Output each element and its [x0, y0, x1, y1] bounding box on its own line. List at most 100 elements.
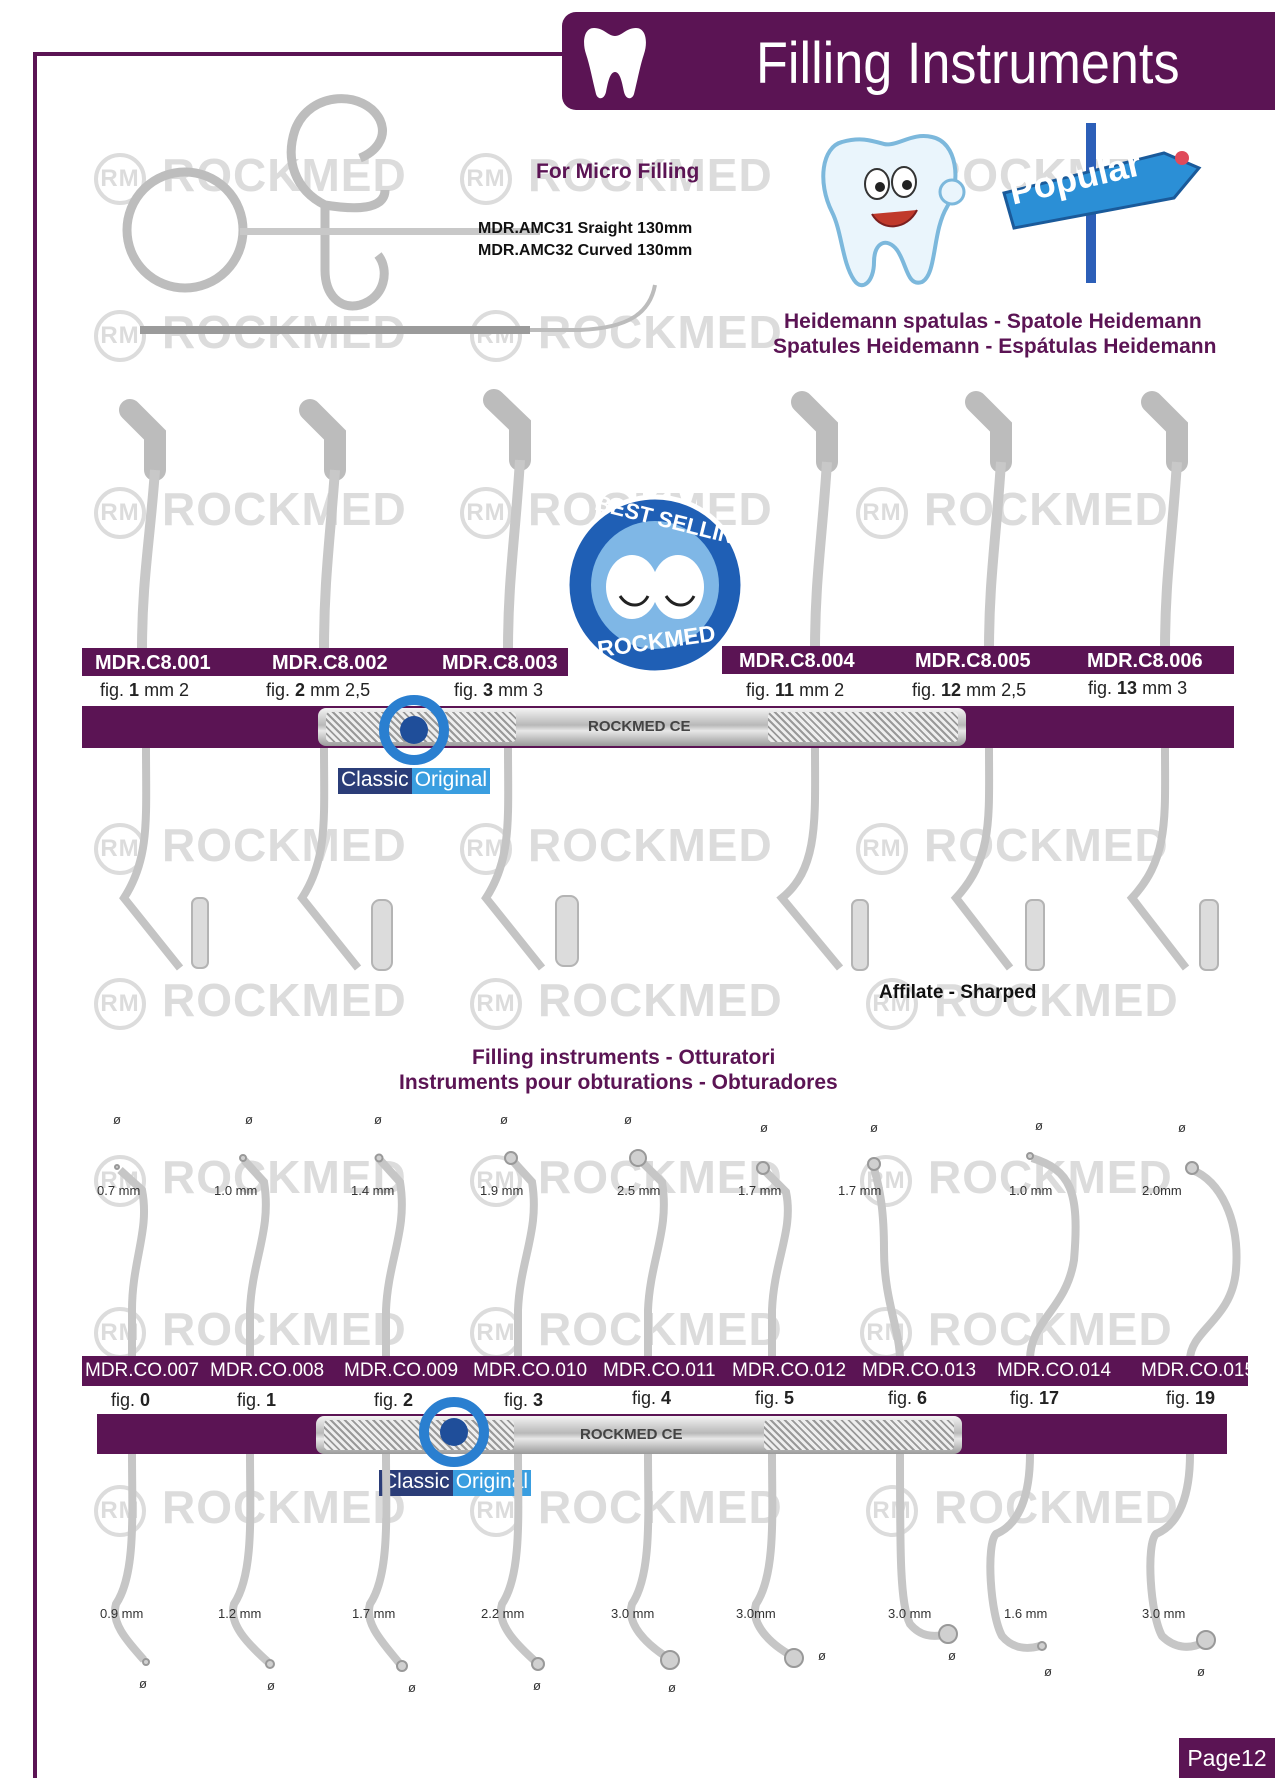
filling-code: MDR.CO.007 — [85, 1360, 200, 1381]
header-bar — [562, 12, 1275, 110]
heidemann-fig: fig. 2 mm 2,5 — [266, 680, 371, 700]
filling-bottom-diameter: 1.6 mm — [1004, 1606, 1048, 1621]
diameter-symbol: ø — [948, 1648, 956, 1663]
diameter-symbol: ø — [113, 1112, 121, 1127]
heidemann-code-bar-right — [722, 646, 1234, 674]
filling-code: MDR.CO.011 — [603, 1360, 716, 1381]
heidemann-spatulas-upper-illustration — [119, 389, 1188, 650]
filling-top-diameter: 1.0 mm — [214, 1183, 258, 1198]
heidemann-code: MDR.C8.006 — [1087, 650, 1203, 672]
filling-bottom-diameter: 3.0 mm — [888, 1606, 932, 1621]
filling-bottom-diameter: 1.2 mm — [218, 1606, 262, 1621]
diameter-symbol: ø — [533, 1678, 541, 1693]
diameter-symbol: ø — [870, 1120, 878, 1135]
heidemann-code: MDR.C8.002 — [272, 652, 388, 674]
heidemann-fig: fig. 3 mm 3 — [454, 680, 544, 700]
heidemann-code: MDR.C8.003 — [442, 652, 558, 674]
diameter-symbol: ø — [668, 1680, 676, 1695]
diameter-symbol: ø — [267, 1678, 275, 1693]
heidemann-title-1: Heidemann spatulas - Spatole Heidemann — [784, 310, 1202, 333]
heidemann-fig: fig. 11 mm 2 — [746, 680, 845, 700]
filling-top-diameter: 1.4 mm — [351, 1183, 395, 1198]
filling-bottom-diameter: 3.0mm — [736, 1606, 776, 1621]
best-selling-badge-icon — [564, 494, 746, 676]
heidemann-note: Affilate - Sharped — [879, 982, 1037, 1003]
heidemann-code: MDR.C8.004 — [739, 650, 855, 672]
heidemann-code: MDR.C8.001 — [95, 652, 211, 674]
filling-bottom-diameter: 1.7 mm — [352, 1606, 396, 1621]
filling-title-1: Filling instruments - Otturatori — [472, 1046, 776, 1069]
filling-fig: fig. 4 — [632, 1388, 672, 1408]
filling-bottom-diameter: 2.2 mm — [481, 1606, 525, 1621]
heidemann-code: MDR.C8.005 — [915, 650, 1031, 672]
page-title: Filling Instruments — [756, 31, 1180, 96]
filling-top-diameter: 2.0mm — [1142, 1183, 1182, 1198]
filling-handle-brand: ROCKMED CE — [580, 1426, 683, 1443]
filling-code: MDR.CO.013 — [862, 1360, 977, 1381]
filling-code: MDR.CO.012 — [732, 1360, 847, 1381]
filling-fig: fig. 5 — [755, 1388, 795, 1408]
diameter-symbol: ø — [818, 1648, 826, 1663]
micro-filling-line-2: MDR.AMC32 Curved 130mm — [478, 242, 693, 259]
micro-filling-line-1: MDR.AMC31 Sraight 130mm — [478, 220, 693, 237]
heidemann-fig: fig. 13 mm 3 — [1088, 678, 1188, 698]
filling-top-diameter: 2.5 mm — [617, 1183, 661, 1198]
diameter-symbol: ø — [500, 1112, 508, 1127]
filling-fig: fig. 0 — [111, 1390, 151, 1410]
diameter-symbol: ø — [139, 1676, 147, 1691]
filling-code: MDR.CO.009 — [344, 1360, 459, 1381]
micro-filling-heading: For Micro Filling — [536, 160, 700, 183]
tooth-icon — [584, 28, 646, 99]
filling-fig: fig. 2 — [374, 1390, 414, 1410]
filling-instruments-lower-illustration — [110, 1454, 1216, 1672]
diameter-symbol: ø — [1178, 1120, 1186, 1135]
page-frame-left — [33, 52, 37, 1778]
filling-fig: fig. 1 — [237, 1390, 277, 1410]
diameter-symbol: ø — [245, 1112, 253, 1127]
filling-bottom-diameter: 3.0 mm — [1142, 1606, 1186, 1621]
micro-filling-instrument-illustration — [122, 94, 657, 334]
diameter-symbol: ø — [1035, 1118, 1043, 1133]
filling-top-diameter: 0.7 mm — [97, 1183, 141, 1198]
filling-instruments-upper-illustration — [114, 1149, 1241, 1360]
filling-fig: fig. 6 — [888, 1388, 928, 1408]
heidemann-code-bar-left — [82, 648, 568, 676]
filling-code: MDR.CO.015 — [1141, 1360, 1256, 1381]
filling-top-diameter: 1.7 mm — [738, 1183, 782, 1198]
page-number: Page12 — [1179, 1738, 1275, 1778]
filling-code: MDR.CO.014 — [997, 1360, 1112, 1381]
filling-fig: fig. 17 — [1010, 1388, 1060, 1408]
diameter-symbol: ø — [374, 1112, 382, 1127]
heidemann-spatulas-lower-illustration — [119, 748, 1219, 971]
popular-sign-icon — [1002, 123, 1202, 283]
filling-top-diameter: 1.9 mm — [480, 1183, 524, 1198]
diameter-symbol: ø — [1044, 1664, 1052, 1679]
filling-fig: fig. 19 — [1166, 1388, 1216, 1408]
filling-code-bar — [82, 1356, 1248, 1386]
heidemann-handle-brand: ROCKMED CE — [588, 718, 691, 735]
filling-fig: fig. 3 — [504, 1390, 544, 1410]
filling-top-diameter: 1.0 mm — [1009, 1183, 1053, 1198]
heidemann-fig: fig. 1 mm 2 — [100, 680, 190, 700]
filling-bottom-diameter: 3.0 mm — [611, 1606, 655, 1621]
filling-code: MDR.CO.010 — [473, 1360, 588, 1381]
heidemann-fig: fig. 12 mm 2,5 — [912, 680, 1027, 700]
diameter-symbol: ø — [624, 1112, 632, 1127]
diameter-symbol: ø — [408, 1680, 416, 1695]
classic-original-emblem-icon — [379, 695, 449, 765]
filling-bottom-diameter: 0.9 mm — [100, 1606, 144, 1621]
filling-code: MDR.CO.008 — [210, 1360, 325, 1381]
filling-top-diameter: 1.7 mm — [838, 1183, 882, 1198]
filling-title-2: Instruments pour obturations - Obturador… — [399, 1071, 838, 1094]
